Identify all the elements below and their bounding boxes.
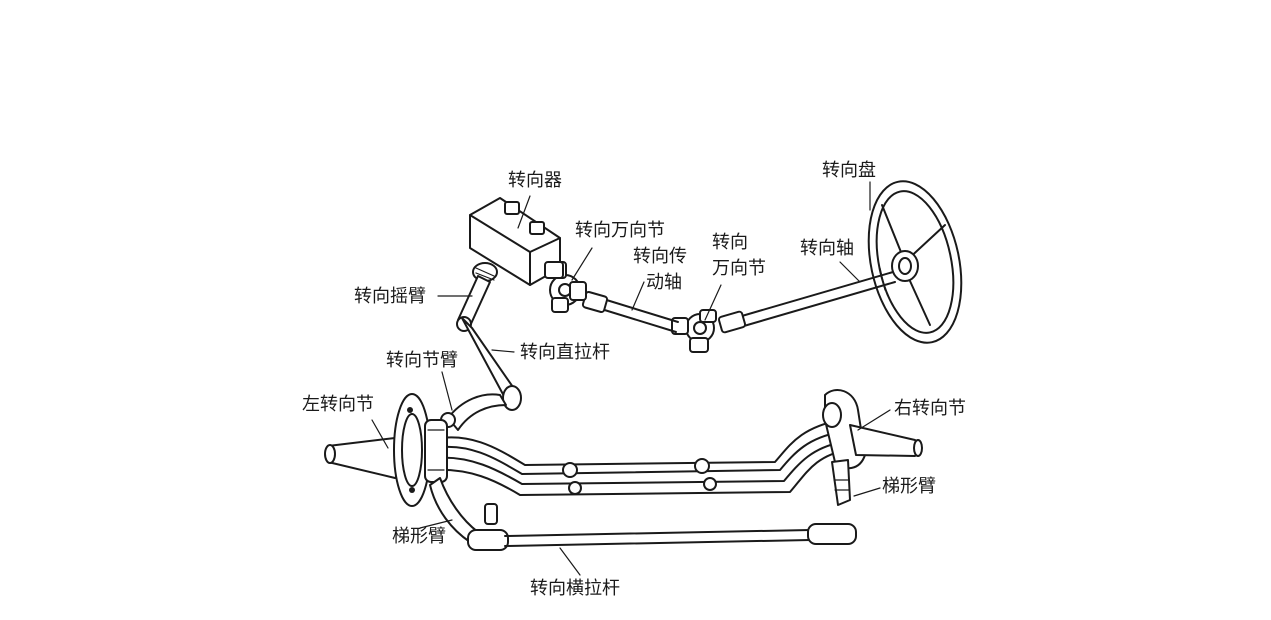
label-steering-shaft: 转向轴	[800, 238, 854, 259]
label-lower-ujoint-line2: 万向节	[712, 258, 766, 279]
steering-wheel-drawing	[867, 180, 963, 344]
steering-shaft-drawing	[734, 267, 896, 329]
tie-rod-drawing	[467, 523, 857, 551]
label-steering-gear: 转向器	[508, 170, 562, 191]
label-trapezoid-arm-right: 梯形臂	[882, 476, 936, 497]
leader-lines	[371, 181, 891, 576]
lower-ujoint-drawing	[671, 309, 747, 353]
label-lower-ujoint-line1: 转向	[712, 232, 748, 253]
label-steering-wheel: 转向盘	[822, 160, 876, 181]
label-pitman-arm: 转向摇臂	[354, 286, 426, 307]
label-drag-link: 转向直拉杆	[520, 342, 610, 363]
label-drive-shaft-line2: 动轴	[646, 272, 682, 293]
label-tie-rod: 转向横拉杆	[530, 578, 620, 599]
label-trapezoid-arm-left: 梯形臂	[392, 526, 446, 547]
label-right-knuckle: 右转向节	[894, 398, 966, 419]
drag-link-drawing	[461, 317, 522, 411]
right-knuckle-drawing	[822, 389, 923, 506]
steering-gear-drawing	[469, 197, 564, 286]
drive-shaft-drawing	[581, 290, 679, 333]
front-axle-drawing	[429, 419, 849, 496]
label-knuckle-arm: 转向节臂	[386, 350, 458, 371]
label-upper-ujoint: 转向万向节	[575, 220, 665, 241]
pitman-arm-drawing	[456, 275, 491, 332]
label-drive-shaft-line1: 转向传	[633, 246, 687, 267]
knuckle-arm-drawing	[440, 393, 507, 431]
label-left-knuckle: 左转向节	[302, 394, 374, 415]
